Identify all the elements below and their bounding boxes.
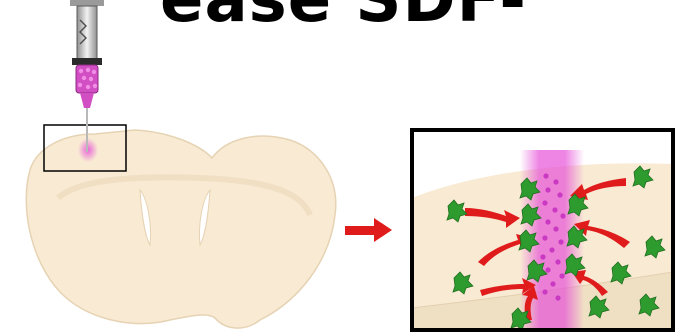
- brain-section: [26, 125, 336, 328]
- syringe-icon: [70, 0, 104, 152]
- transition-arrow-icon: [345, 218, 392, 242]
- brain-tissue: [26, 130, 336, 328]
- zoom-panel: [412, 130, 673, 330]
